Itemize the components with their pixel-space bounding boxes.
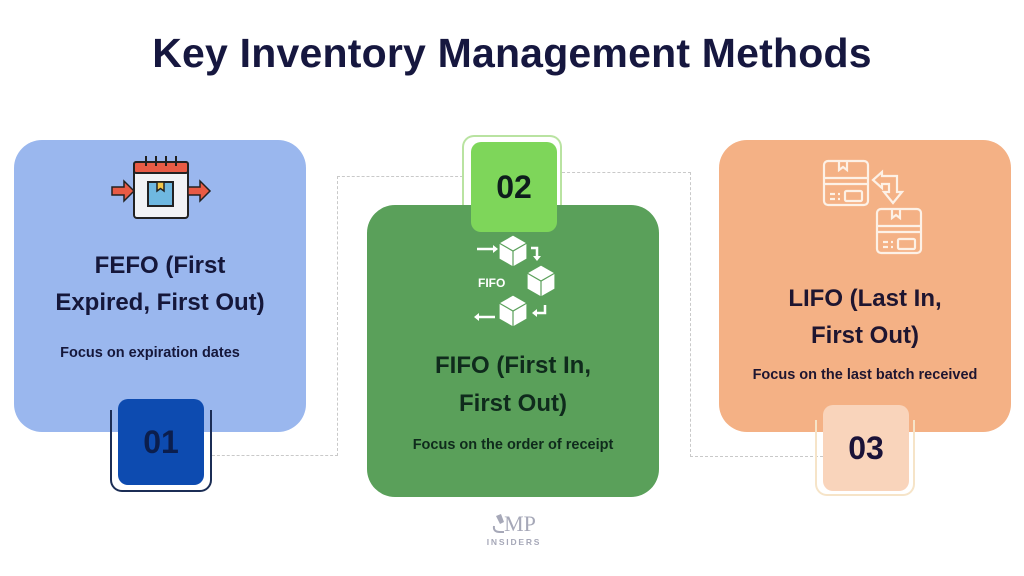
- connector-line-2-3-bottom: [690, 456, 823, 457]
- method-card-lifo: LIFO (Last In, First Out) Focus on the l…: [719, 140, 1011, 432]
- method-title-line2: First Out): [459, 390, 567, 417]
- boxes-swap-arrow-icon: [822, 159, 923, 255]
- page-title: Key Inventory Management Methods: [152, 30, 872, 76]
- logo-mark: MP: [504, 511, 536, 536]
- method-title-line1: LIFO (Last In,: [788, 285, 942, 312]
- step-badge-03: 03: [823, 405, 909, 491]
- method-card-fefo: FEFO (First Expired, First Out) Focus on…: [14, 140, 306, 432]
- step-badge-02: 02: [471, 142, 557, 232]
- badge-frame-fefo: [110, 410, 212, 492]
- connector-line-1-2: [212, 176, 338, 456]
- mp-insiders-logo: MP INSIDERS: [478, 512, 550, 556]
- calendar-box-arrows-icon: [111, 156, 212, 219]
- method-card-fifo: FIFO FIFO (First In, First Out) Focus on…: [367, 205, 659, 497]
- method-title-line2: Expired, First Out): [55, 289, 265, 316]
- microscope-icon: [492, 514, 505, 533]
- fifo-cubes-cycle-icon: FIFO: [474, 234, 556, 328]
- logo-subtitle: INSIDERS: [486, 537, 542, 547]
- connector-line-1-2-top: [337, 176, 463, 177]
- connector-line-2-3: [562, 172, 691, 457]
- step-badge-01: 01: [118, 399, 204, 485]
- svg-text:FIFO: FIFO: [478, 276, 505, 290]
- method-title-line1: FIFO (First In,: [435, 352, 591, 379]
- method-description: Focus on the order of receipt: [412, 437, 614, 453]
- method-title-line1: FEFO (First: [94, 252, 226, 279]
- method-description: Focus on the last batch received: [752, 367, 978, 383]
- method-title-line2: First Out): [811, 322, 919, 349]
- badge-frame-lifo: [815, 420, 915, 496]
- method-description: Focus on expiration dates: [60, 345, 240, 361]
